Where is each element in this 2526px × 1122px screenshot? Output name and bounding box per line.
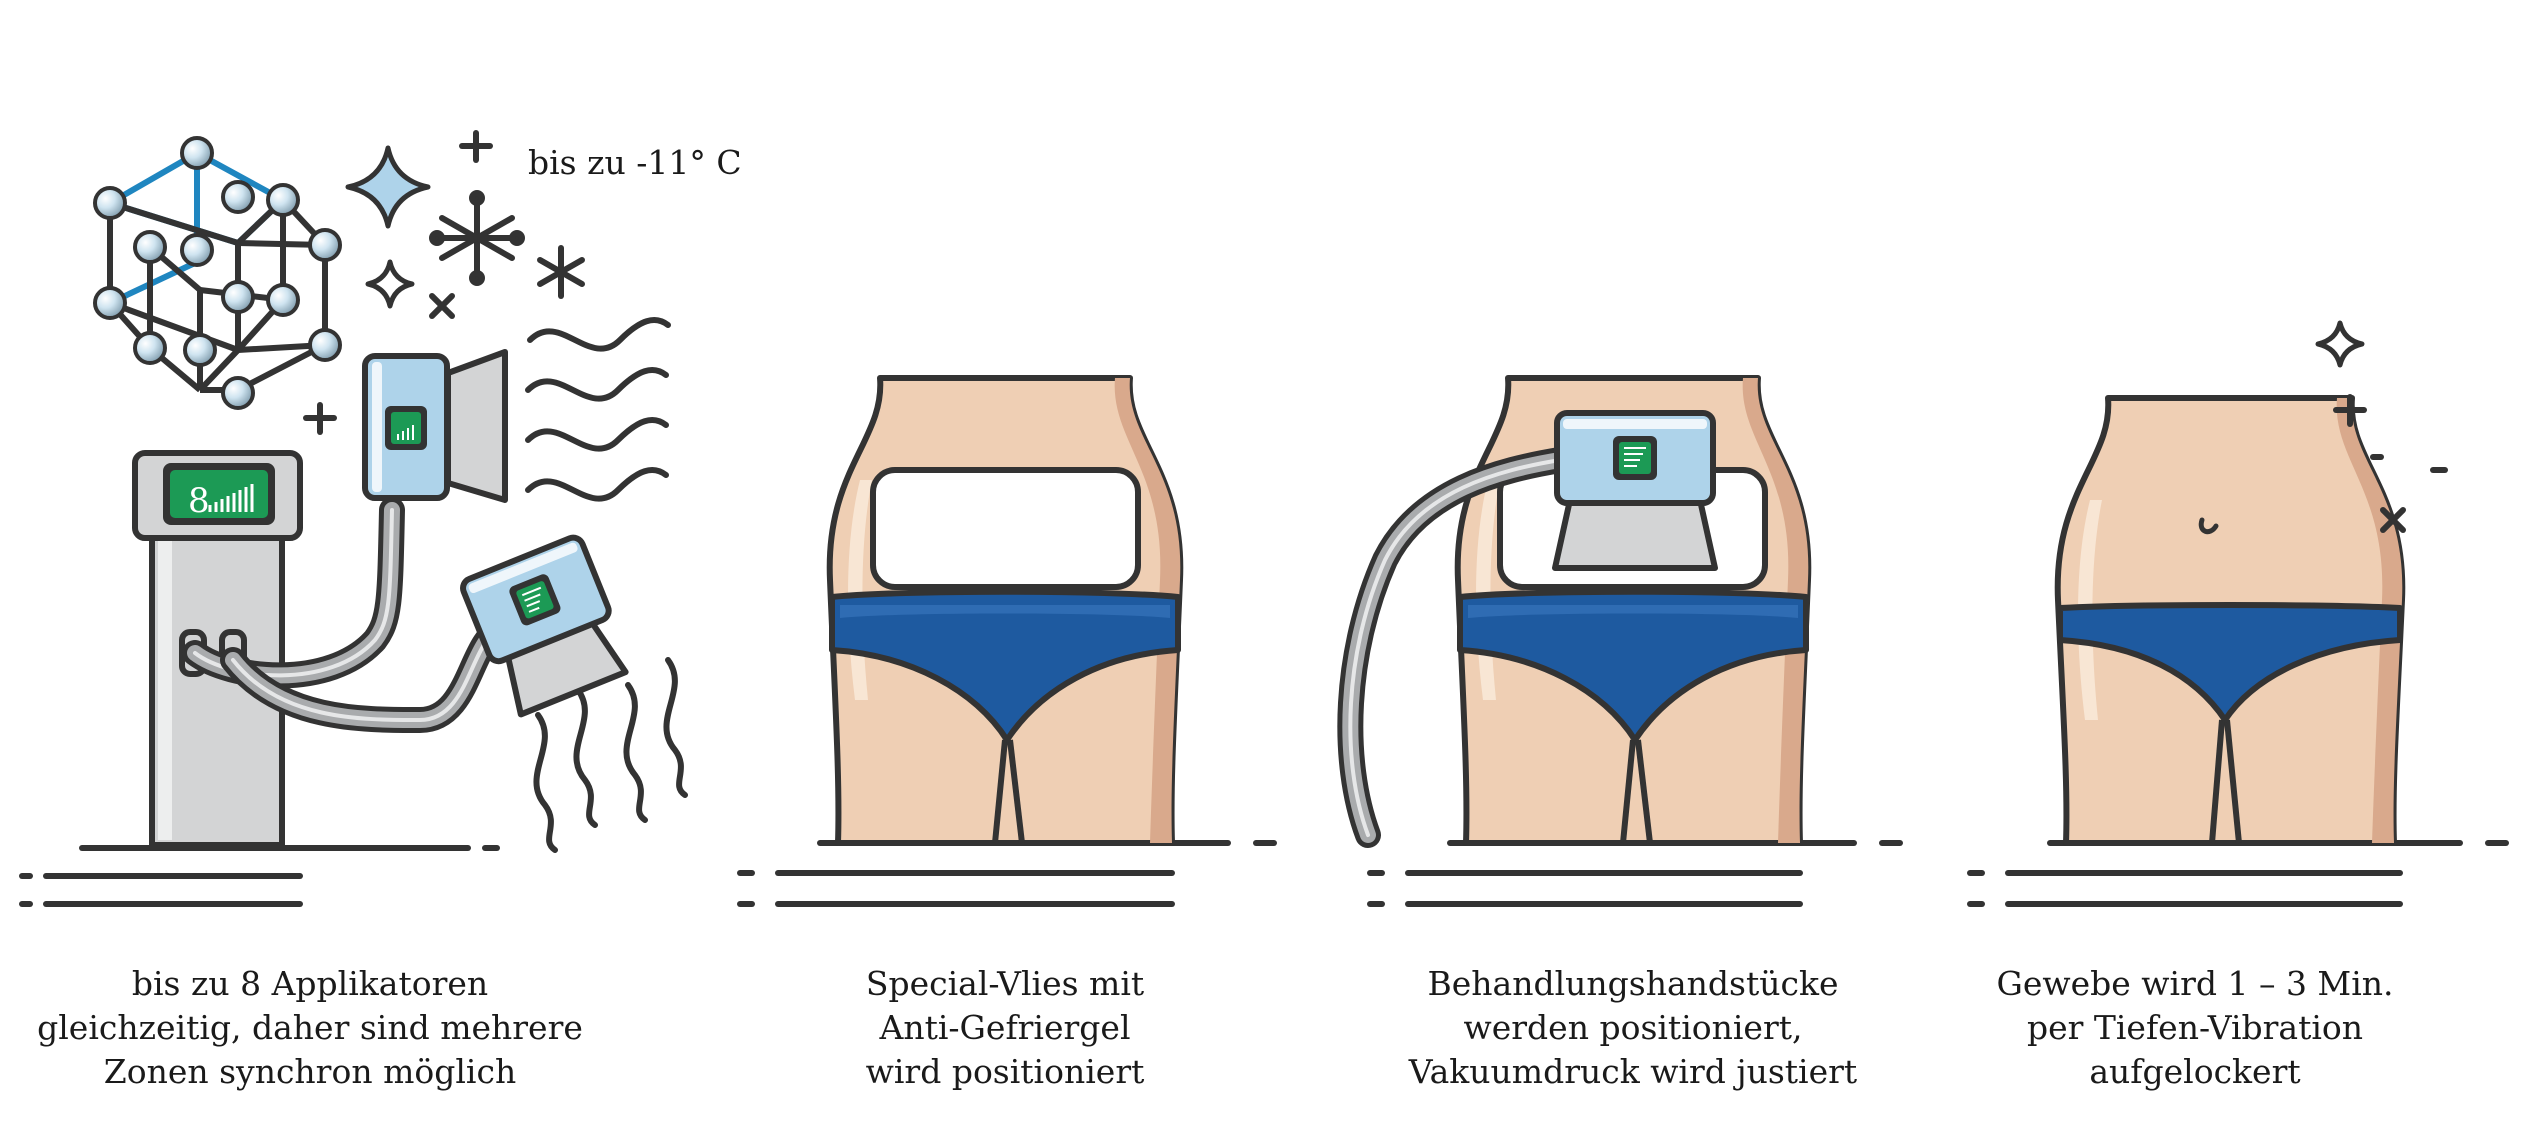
panel-gel-pad xyxy=(737,375,1277,907)
panel-vibration xyxy=(1967,320,2509,907)
caption-step-1: bis zu 8 Applikatoren gleichzeitig, dahe… xyxy=(10,962,610,1094)
caption-line: Gewebe wird 1 – 3 Min. xyxy=(1996,964,2394,1003)
molecule-lattice-icon xyxy=(93,136,342,410)
caption-line: Vakuumdruck wird justiert xyxy=(1408,1052,1858,1091)
caption-line: Anti-Gefriergel xyxy=(879,1008,1131,1047)
floor-lines-device xyxy=(19,845,500,907)
cross-icon xyxy=(2380,507,2406,533)
applicator-lower-icon xyxy=(460,534,629,718)
sparkle-star-icon xyxy=(2315,320,2365,368)
cold-wave-lines xyxy=(525,317,688,853)
snowflake-icon xyxy=(429,190,525,286)
underwear-briefs xyxy=(2057,602,2403,723)
device-display-number: 8 xyxy=(188,481,210,521)
torso-gel-pad xyxy=(826,375,1184,846)
caption-step-2: Special-Vlies mit Anti-Gefriergel wird p… xyxy=(705,962,1305,1094)
navel-icon xyxy=(2198,517,2219,535)
torso-after xyxy=(2054,395,2406,846)
caption-line: bis zu 8 Applikatoren xyxy=(131,964,489,1003)
panel-device: 8 xyxy=(19,130,688,907)
floor-lines-gel-pad xyxy=(737,840,1277,907)
panel-vacuum-applicator xyxy=(1337,375,1903,907)
plus-icon xyxy=(2333,394,2367,427)
caption-line: wird positioniert xyxy=(865,1052,1145,1091)
sparkle-star-small-icon xyxy=(365,259,415,309)
device-display-bars xyxy=(208,484,254,512)
snowflake-small-icon xyxy=(537,245,585,299)
gel-pad xyxy=(870,467,1141,590)
caption-step-4: Gewebe wird 1 – 3 Min. per Tiefen-Vibrat… xyxy=(1895,962,2495,1094)
floor-lines-applicator xyxy=(1367,840,1903,907)
applicator-hose xyxy=(1337,447,1573,848)
underwear-briefs xyxy=(829,588,1181,743)
caption-step-3: Behandlungshandstücke werden positionier… xyxy=(1333,962,1933,1094)
temperature-label: bis zu -11° C xyxy=(528,143,742,182)
caption-line: per Tiefen-Vibration xyxy=(2026,1008,2364,1047)
vacuum-applicator-icon xyxy=(1552,410,1718,571)
torso-applicator xyxy=(1337,375,1812,848)
device-column xyxy=(132,450,303,848)
cross-icon xyxy=(429,293,455,319)
caption-line: Zonen synchron möglich xyxy=(103,1052,517,1091)
caption-line: Behandlungshandstücke xyxy=(1427,964,1839,1003)
caption-line: gleichzeitig, daher sind mehrere xyxy=(37,1008,583,1047)
applicator-hoses xyxy=(182,497,513,734)
floor-lines-vibration xyxy=(1967,840,2509,907)
dash-icon xyxy=(2370,454,2448,473)
underwear-briefs xyxy=(1457,588,1809,743)
caption-line: Special-Vlies mit xyxy=(865,964,1145,1003)
sparkle-star-large-icon xyxy=(345,145,431,229)
applicator-upper-icon xyxy=(362,349,508,503)
caption-line: werden positioniert, xyxy=(1463,1008,1803,1047)
plus-icon xyxy=(303,130,493,435)
caption-line: aufgelockert xyxy=(2089,1052,2301,1091)
